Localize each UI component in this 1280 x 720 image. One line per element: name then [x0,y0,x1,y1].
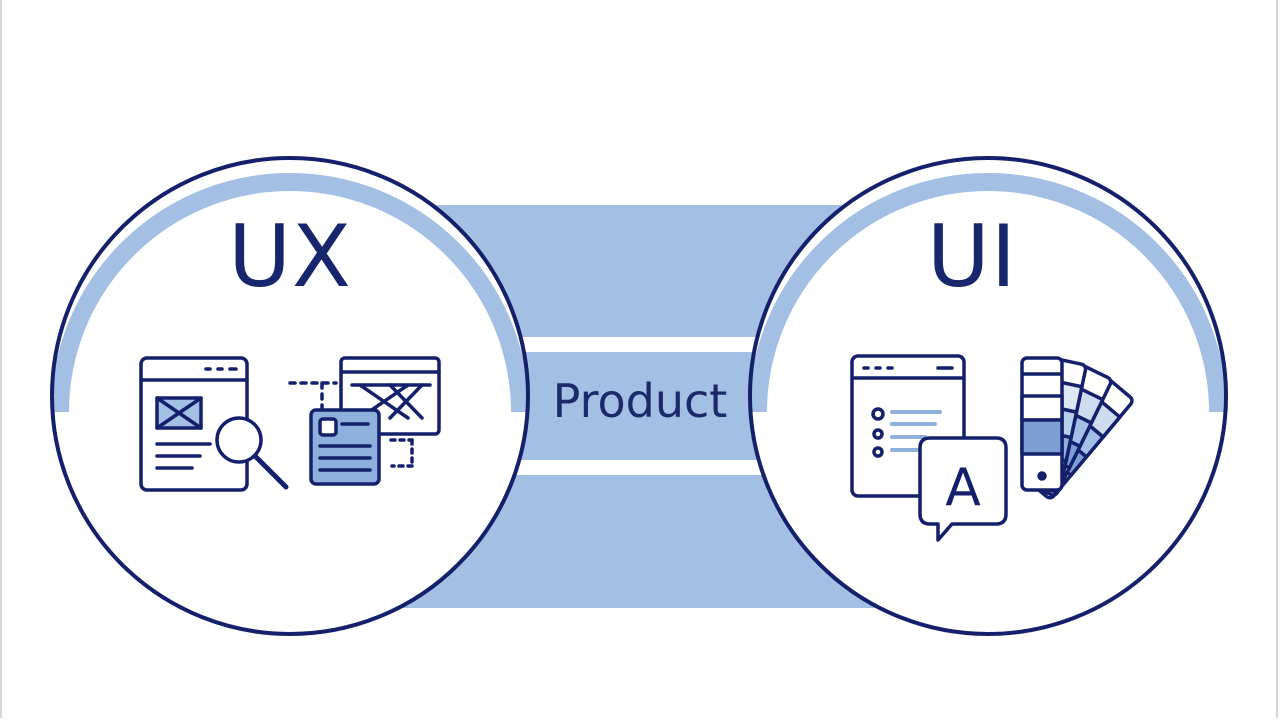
product-label: Product [552,374,728,428]
ux-title: UX [228,207,352,307]
wireframe-flow-icon [288,356,441,486]
ux-circle [50,156,530,636]
ui-title: UI [926,207,1018,307]
svg-text:A: A [945,458,981,518]
interface-text-icon: A [850,354,1008,542]
ui-circle [748,156,1228,636]
color-swatch-fan-icon [1020,356,1134,500]
wireframe-search-icon [139,356,289,492]
